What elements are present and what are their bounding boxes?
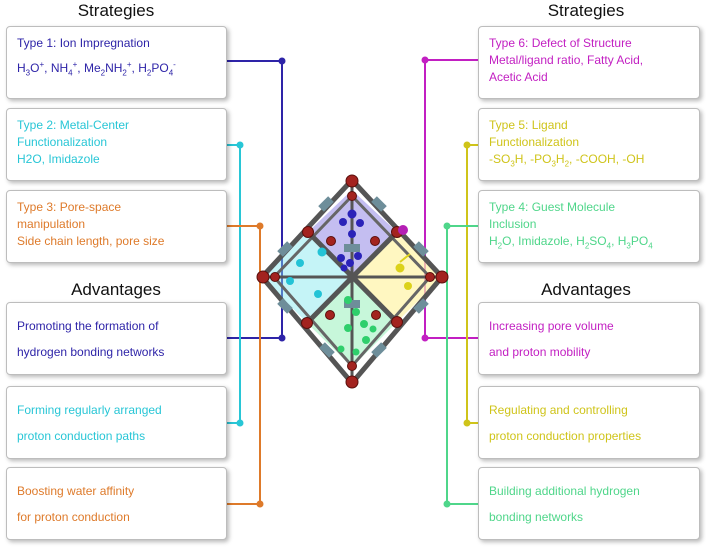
type2-line2: Functionalization <box>17 135 108 149</box>
connector-type4 <box>446 225 479 505</box>
strategy-type1-box: Type 1: Ion Impregnation H3O+, NH4+, Me2… <box>6 26 227 99</box>
strategy-type3-box: Type 3: Pore-space manipulation Side cha… <box>6 190 227 263</box>
left-strategies-heading: Strategies <box>77 1 155 20</box>
type5-line1: Type 5: Ligand <box>489 118 568 132</box>
advantage-1-box: Promoting the formation of hydrogen bond… <box>6 302 227 375</box>
strategy-type4-box: Type 4: Guest Molecule Inclusion H2O, Im… <box>478 190 700 263</box>
advantage-3-box: Boosting water affinity for proton condu… <box>6 467 227 540</box>
adv3-line2: for proton conduction <box>17 510 130 524</box>
strategy-type5-box: Type 5: Ligand Functionalization -SO3H, … <box>478 108 700 181</box>
connector-type2 <box>226 144 241 424</box>
adv4-line2: bonding networks <box>489 510 584 524</box>
type2-detail: H2O, Imidazole <box>17 152 100 166</box>
type3-detail: Side chain length, pore size <box>17 234 165 248</box>
adv2-line1: Forming regularly arranged <box>17 403 162 417</box>
right-strategies-heading: Strategies <box>547 1 625 20</box>
advantage-2-box: Forming regularly arranged proton conduc… <box>6 386 227 459</box>
type6-detail1: Metal/ligand ratio, Fatty Acid, <box>489 53 644 67</box>
left-advantages-heading: Advantages <box>71 280 161 299</box>
type1-ions: H3O+, NH4+, Me2NH2+, H2PO4- <box>17 60 176 78</box>
advantage-6-box: Increasing pore volume and proton mobili… <box>478 302 700 375</box>
type3-line2: manipulation <box>17 217 86 231</box>
type4-guests: H2O, Imidazole, H2SO4, H3PO4 <box>489 234 653 251</box>
advantage-5-box: Regulating and controlling proton conduc… <box>478 386 700 459</box>
strategy-type2-box: Type 2: Metal-Center Functionalization H… <box>6 108 227 181</box>
adv2-line2: proton conduction paths <box>17 429 146 443</box>
type6-detail2: Acetic Acid <box>489 70 548 84</box>
type3-line1: Type 3: Pore-space <box>17 200 122 214</box>
connector-type6 <box>424 59 479 339</box>
adv6-line2: and proton mobility <box>489 345 591 359</box>
connector-type3 <box>226 225 261 505</box>
adv1-line1: Promoting the formation of <box>17 319 159 333</box>
mof-framework-illustration <box>256 174 449 389</box>
type1-title: Type 1: Ion Impregnation <box>17 36 150 50</box>
adv1-line2: hydrogen bonding networks <box>17 345 165 359</box>
right-advantages-heading: Advantages <box>541 280 631 299</box>
advantage-4-box: Building additional hydrogen bonding net… <box>478 467 700 540</box>
adv4-line1: Building additional hydrogen <box>489 484 640 498</box>
type4-line1: Type 4: Guest Molecule <box>489 200 616 214</box>
adv5-line1: Regulating and controlling <box>489 403 628 417</box>
type2-line1: Type 2: Metal-Center <box>17 118 130 132</box>
type5-line2: Functionalization <box>489 135 580 149</box>
strategy-type6-box: Type 6: Defect of Structure Metal/ligand… <box>478 26 700 99</box>
connector-type5 <box>466 144 479 424</box>
adv3-line1: Boosting water affinity <box>17 484 135 498</box>
connector-type1 <box>226 60 283 339</box>
type6-title: Type 6: Defect of Structure <box>489 36 632 50</box>
adv5-line2: proton conduction properties <box>489 429 642 443</box>
type4-line2: Inclusion <box>489 217 537 231</box>
adv6-line1: Increasing pore volume <box>489 319 614 333</box>
type5-groups: -SO3H, -PO3H2, -COOH, -OH <box>489 152 645 169</box>
